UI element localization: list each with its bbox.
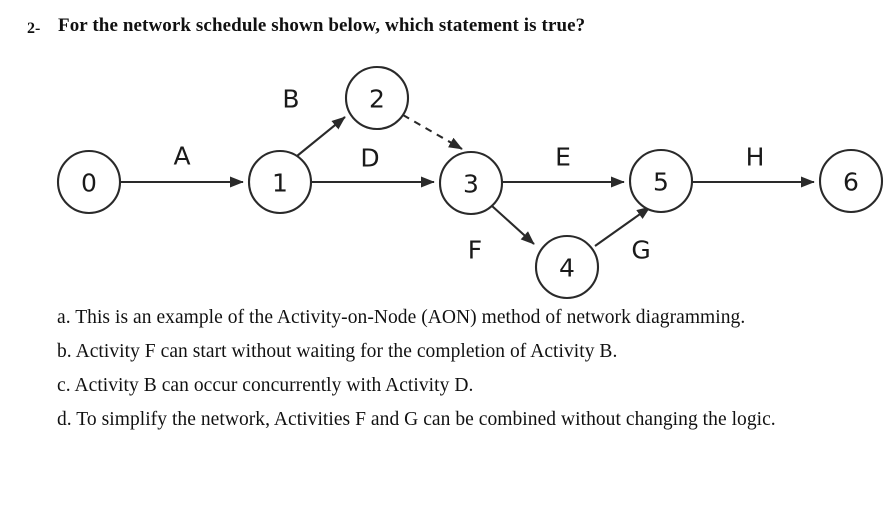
node-1-circle (247, 149, 313, 215)
node-6-circle (818, 148, 884, 214)
edge-E-label: E (555, 143, 571, 172)
node-2-label: 2 (369, 85, 385, 114)
network-schedule-diagram: 0 1 2 3 4 5 6 A B D E F G H (0, 55, 888, 305)
node-5-circle (628, 148, 694, 214)
edge-dummy-dashed-line (402, 114, 463, 150)
node-3-label: 3 (463, 170, 479, 199)
edge-G-line (594, 206, 651, 247)
answer-option-c[interactable]: c. Activity B can occur concurrently wit… (57, 375, 474, 396)
node-3-circle (438, 150, 504, 216)
node-4-circle (534, 234, 600, 300)
edge-F-label: F (468, 236, 482, 265)
network-diagram-canvas: 0 1 2 3 4 5 6 A B D E F G H (56, 65, 884, 300)
edge-F-line (491, 205, 535, 245)
node-6-label: 6 (843, 168, 859, 197)
edge-G-label: G (631, 236, 650, 265)
question-header: 2- For the network schedule shown below,… (0, 14, 888, 44)
question-number: 2- (27, 20, 41, 37)
edge-B-label: B (282, 85, 299, 114)
node-1-label: 1 (272, 169, 288, 198)
node-5-label: 5 (653, 168, 669, 197)
edge-H-label: H (746, 143, 765, 172)
node-0-label: 0 (81, 169, 97, 198)
answer-option-d[interactable]: d. To simplify the network, Activities F… (57, 409, 776, 430)
edge-A-label: A (173, 142, 190, 171)
node-4-label: 4 (559, 254, 575, 283)
answer-option-a[interactable]: a. This is an example of the Activity-on… (57, 307, 746, 328)
node-0-circle (56, 149, 122, 215)
page-title: For the network schedule shown below, wh… (58, 15, 586, 36)
node-2-circle (344, 65, 410, 131)
answer-option-b[interactable]: b. Activity F can start without waiting … (57, 341, 618, 362)
edge-B-line (296, 116, 346, 157)
edge-D-label: D (360, 144, 379, 173)
